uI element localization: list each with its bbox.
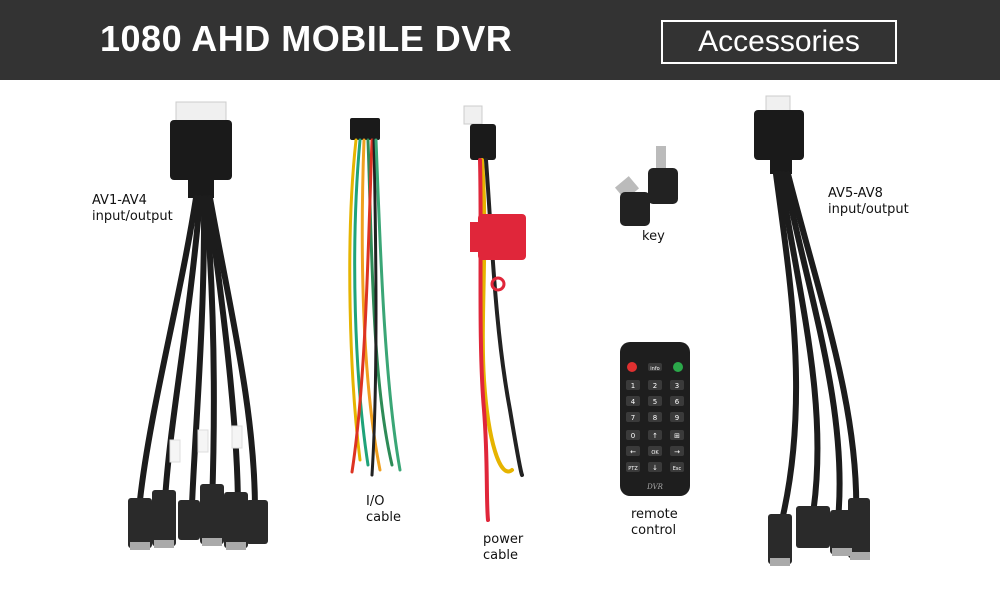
accessories-illustration: info 1: [128, 95, 870, 566]
remote-key-3: 3: [675, 382, 679, 390]
remote-key-0: 0: [631, 432, 635, 440]
io-cable-image: [348, 118, 402, 477]
remote-grid-icon: ⊞: [674, 432, 680, 440]
io-cable-label: I/O cable: [366, 494, 401, 525]
remote-key-9: 9: [675, 414, 679, 422]
power-cable-label: power cable: [483, 532, 524, 563]
remote-ok-label: OK: [651, 450, 659, 456]
remote-key-1: 1: [631, 382, 635, 390]
av5-av8-label: AV5-AV8 input/output: [828, 186, 909, 217]
remote-esc-label: Esc: [673, 466, 682, 472]
remote-control-label: remote control: [631, 507, 678, 538]
page-title: 1080 AHD MOBILE DVR: [100, 18, 513, 59]
remote-key-5: 5: [653, 398, 657, 406]
remote-control-image: info 1: [620, 342, 690, 496]
power-cable-image: [463, 105, 526, 522]
remote-ptz-label: PTZ: [628, 466, 638, 472]
remote-key-2: 2: [653, 382, 657, 390]
keys-image: [614, 146, 678, 226]
remote-left-icon: ←: [630, 448, 636, 456]
remote-key-6: 6: [675, 398, 680, 406]
header-bar: 1080 AHD MOBILE DVR Accessories: [0, 0, 1000, 80]
remote-key-7: 7: [631, 414, 635, 422]
remote-info-button-label: info: [650, 366, 659, 372]
product-stage: info 1: [0, 80, 1000, 601]
remote-down-icon: ↓: [652, 464, 658, 472]
av1-av4-cable-image: [128, 101, 268, 550]
av5-av8-cable-image: [754, 95, 870, 566]
remote-brand-label: DVR: [646, 483, 664, 491]
remote-key-8: 8: [653, 414, 657, 422]
remote-key-4: 4: [631, 398, 636, 406]
key-label: key: [642, 229, 665, 244]
av1-av4-label: AV1-AV4 input/output: [92, 193, 173, 224]
remote-up-icon: ↑: [652, 432, 658, 440]
accessories-badge: Accessories: [661, 20, 897, 64]
remote-right-icon: →: [674, 448, 680, 456]
